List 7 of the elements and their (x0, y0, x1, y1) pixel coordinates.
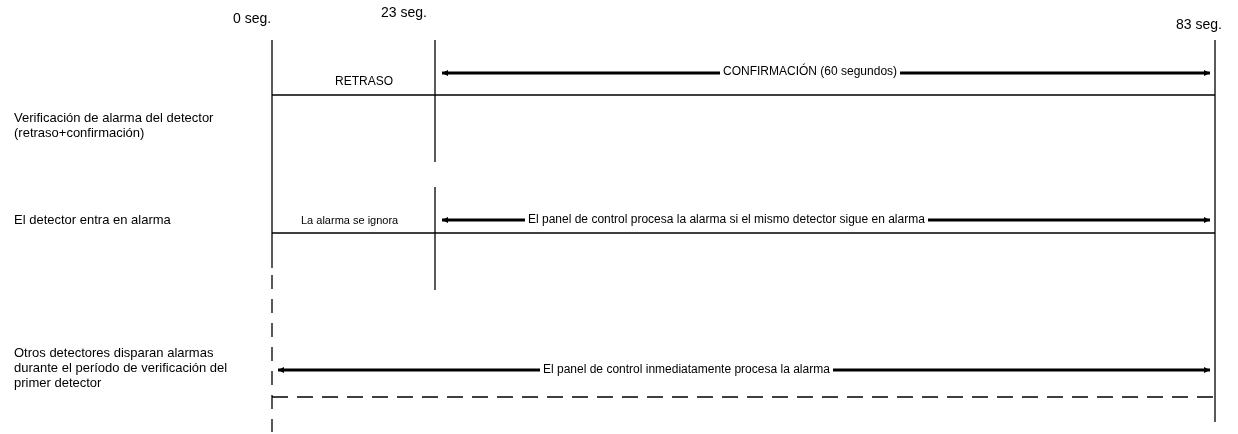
row-label: Verificación de alarma del detector (retraso+confirmación) (14, 110, 215, 140)
row-label: Otros detectores disparan alarmas durante el período de verificación del primer detector (14, 345, 229, 390)
interval-label: La alarma se ignora (298, 213, 402, 228)
row-label: El detector entra en alarma (14, 212, 172, 227)
interval-label: El panel de control procesa la alarma si el mismo detector sigue en alarma (525, 212, 928, 227)
interval-label: CONFIRMACIÓN (60 segundos) (720, 64, 901, 79)
interval-label: El panel de control inmediatamente procesa la alarma (540, 362, 833, 377)
